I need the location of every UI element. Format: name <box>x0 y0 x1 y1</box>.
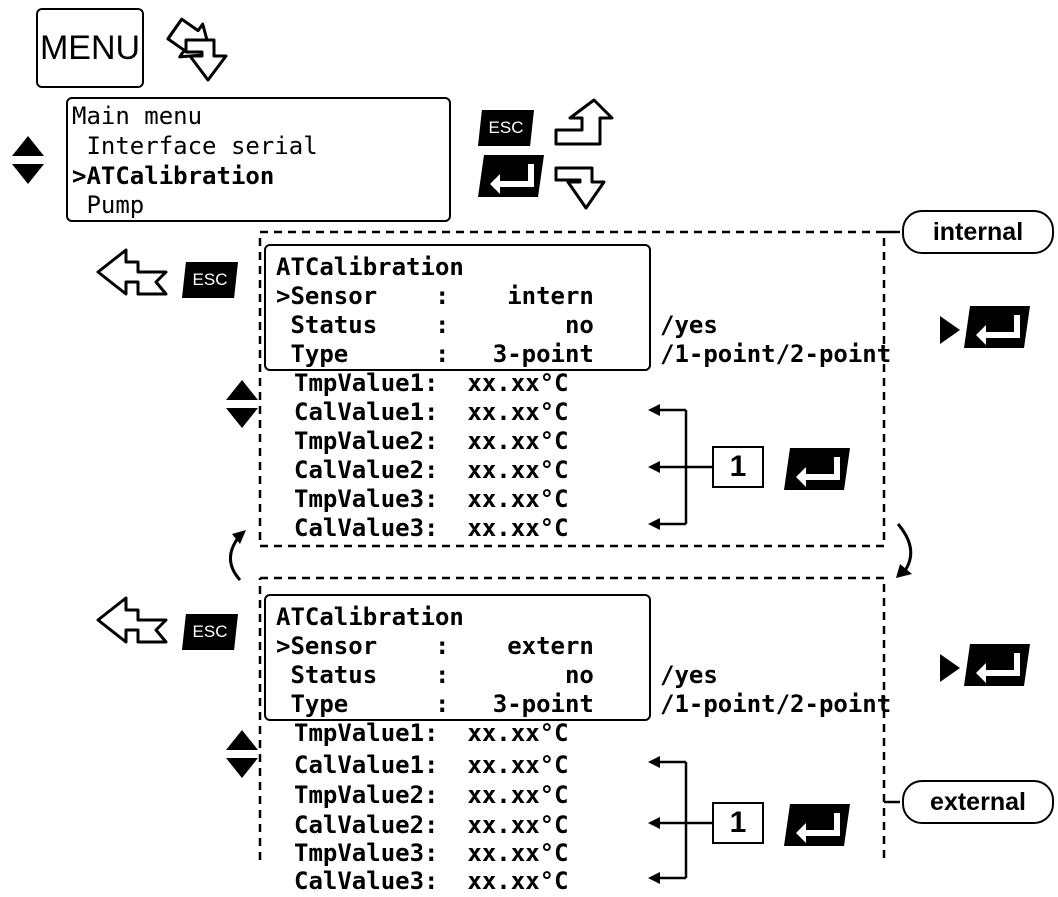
external-tag: external <box>902 780 1054 824</box>
internal-screen-display <box>264 244 651 371</box>
external-value-row: TmpValue1: xx.xx°C <box>294 719 569 747</box>
main-menu-item-interface[interactable]: Interface serial <box>72 132 318 160</box>
internal-value-row: TmpValue1: xx.xx°C <box>294 369 569 397</box>
external-type-row[interactable]: Type : 3-point <box>276 690 594 718</box>
main-menu-item-pump[interactable]: Pump <box>72 191 145 219</box>
external-sensor-row[interactable]: >Sensor : extern <box>276 632 594 660</box>
internal-value-row: CalValue1: xx.xx°C <box>294 398 569 426</box>
external-type-options: /1-point/2-point <box>660 690 892 718</box>
internal-value-row: TmpValue3: xx.xx°C <box>294 485 569 513</box>
hollow-arrow-up-icon <box>554 98 614 146</box>
external-value-row: CalValue1: xx.xx°C <box>294 751 569 779</box>
internal-status-row[interactable]: Status : no <box>276 311 594 339</box>
key-one-button[interactable]: 1 <box>712 802 764 844</box>
main-menu-title: Main menu <box>72 102 203 130</box>
back-arrow-icon <box>96 596 168 644</box>
esc-key-icon[interactable]: ESC <box>478 110 534 146</box>
internal-sensor-row[interactable]: >Sensor : intern <box>276 282 594 310</box>
internal-tag: internal <box>902 210 1054 254</box>
internal-screen-title: ATCalibration <box>276 253 464 281</box>
key-one-button[interactable]: 1 <box>712 446 764 488</box>
internal-type-options: /1-point/2-point <box>660 340 892 368</box>
esc-key-icon[interactable]: ESC <box>182 614 238 650</box>
external-value-row: CalValue3: xx.xx°C <box>294 867 569 895</box>
menu-button[interactable]: MENU <box>36 8 144 88</box>
internal-value-row: CalValue2: xx.xx°C <box>294 456 569 484</box>
external-value-row: TmpValue3: xx.xx°C <box>294 839 569 867</box>
internal-type-row[interactable]: Type : 3-point <box>276 340 594 368</box>
main-menu-item-atcalibration[interactable]: >ATCalibration <box>72 162 275 190</box>
play-icon <box>940 654 960 682</box>
play-icon <box>940 316 960 344</box>
external-value-row: CalValue2: xx.xx°C <box>294 811 569 839</box>
main-menu-display <box>66 97 451 222</box>
external-screen-display <box>264 594 651 721</box>
external-status-options: /yes <box>660 661 718 689</box>
internal-value-row: TmpValue2: xx.xx°C <box>294 427 569 455</box>
internal-value-row: CalValue3: xx.xx°C <box>294 514 569 542</box>
back-arrow-icon <box>96 248 168 296</box>
external-value-row: TmpValue2: xx.xx°C <box>294 781 569 809</box>
esc-key-icon[interactable]: ESC <box>182 262 238 298</box>
external-status-row[interactable]: Status : no <box>276 661 594 689</box>
internal-status-options: /yes <box>660 311 718 339</box>
external-screen-title: ATCalibration <box>276 603 464 631</box>
